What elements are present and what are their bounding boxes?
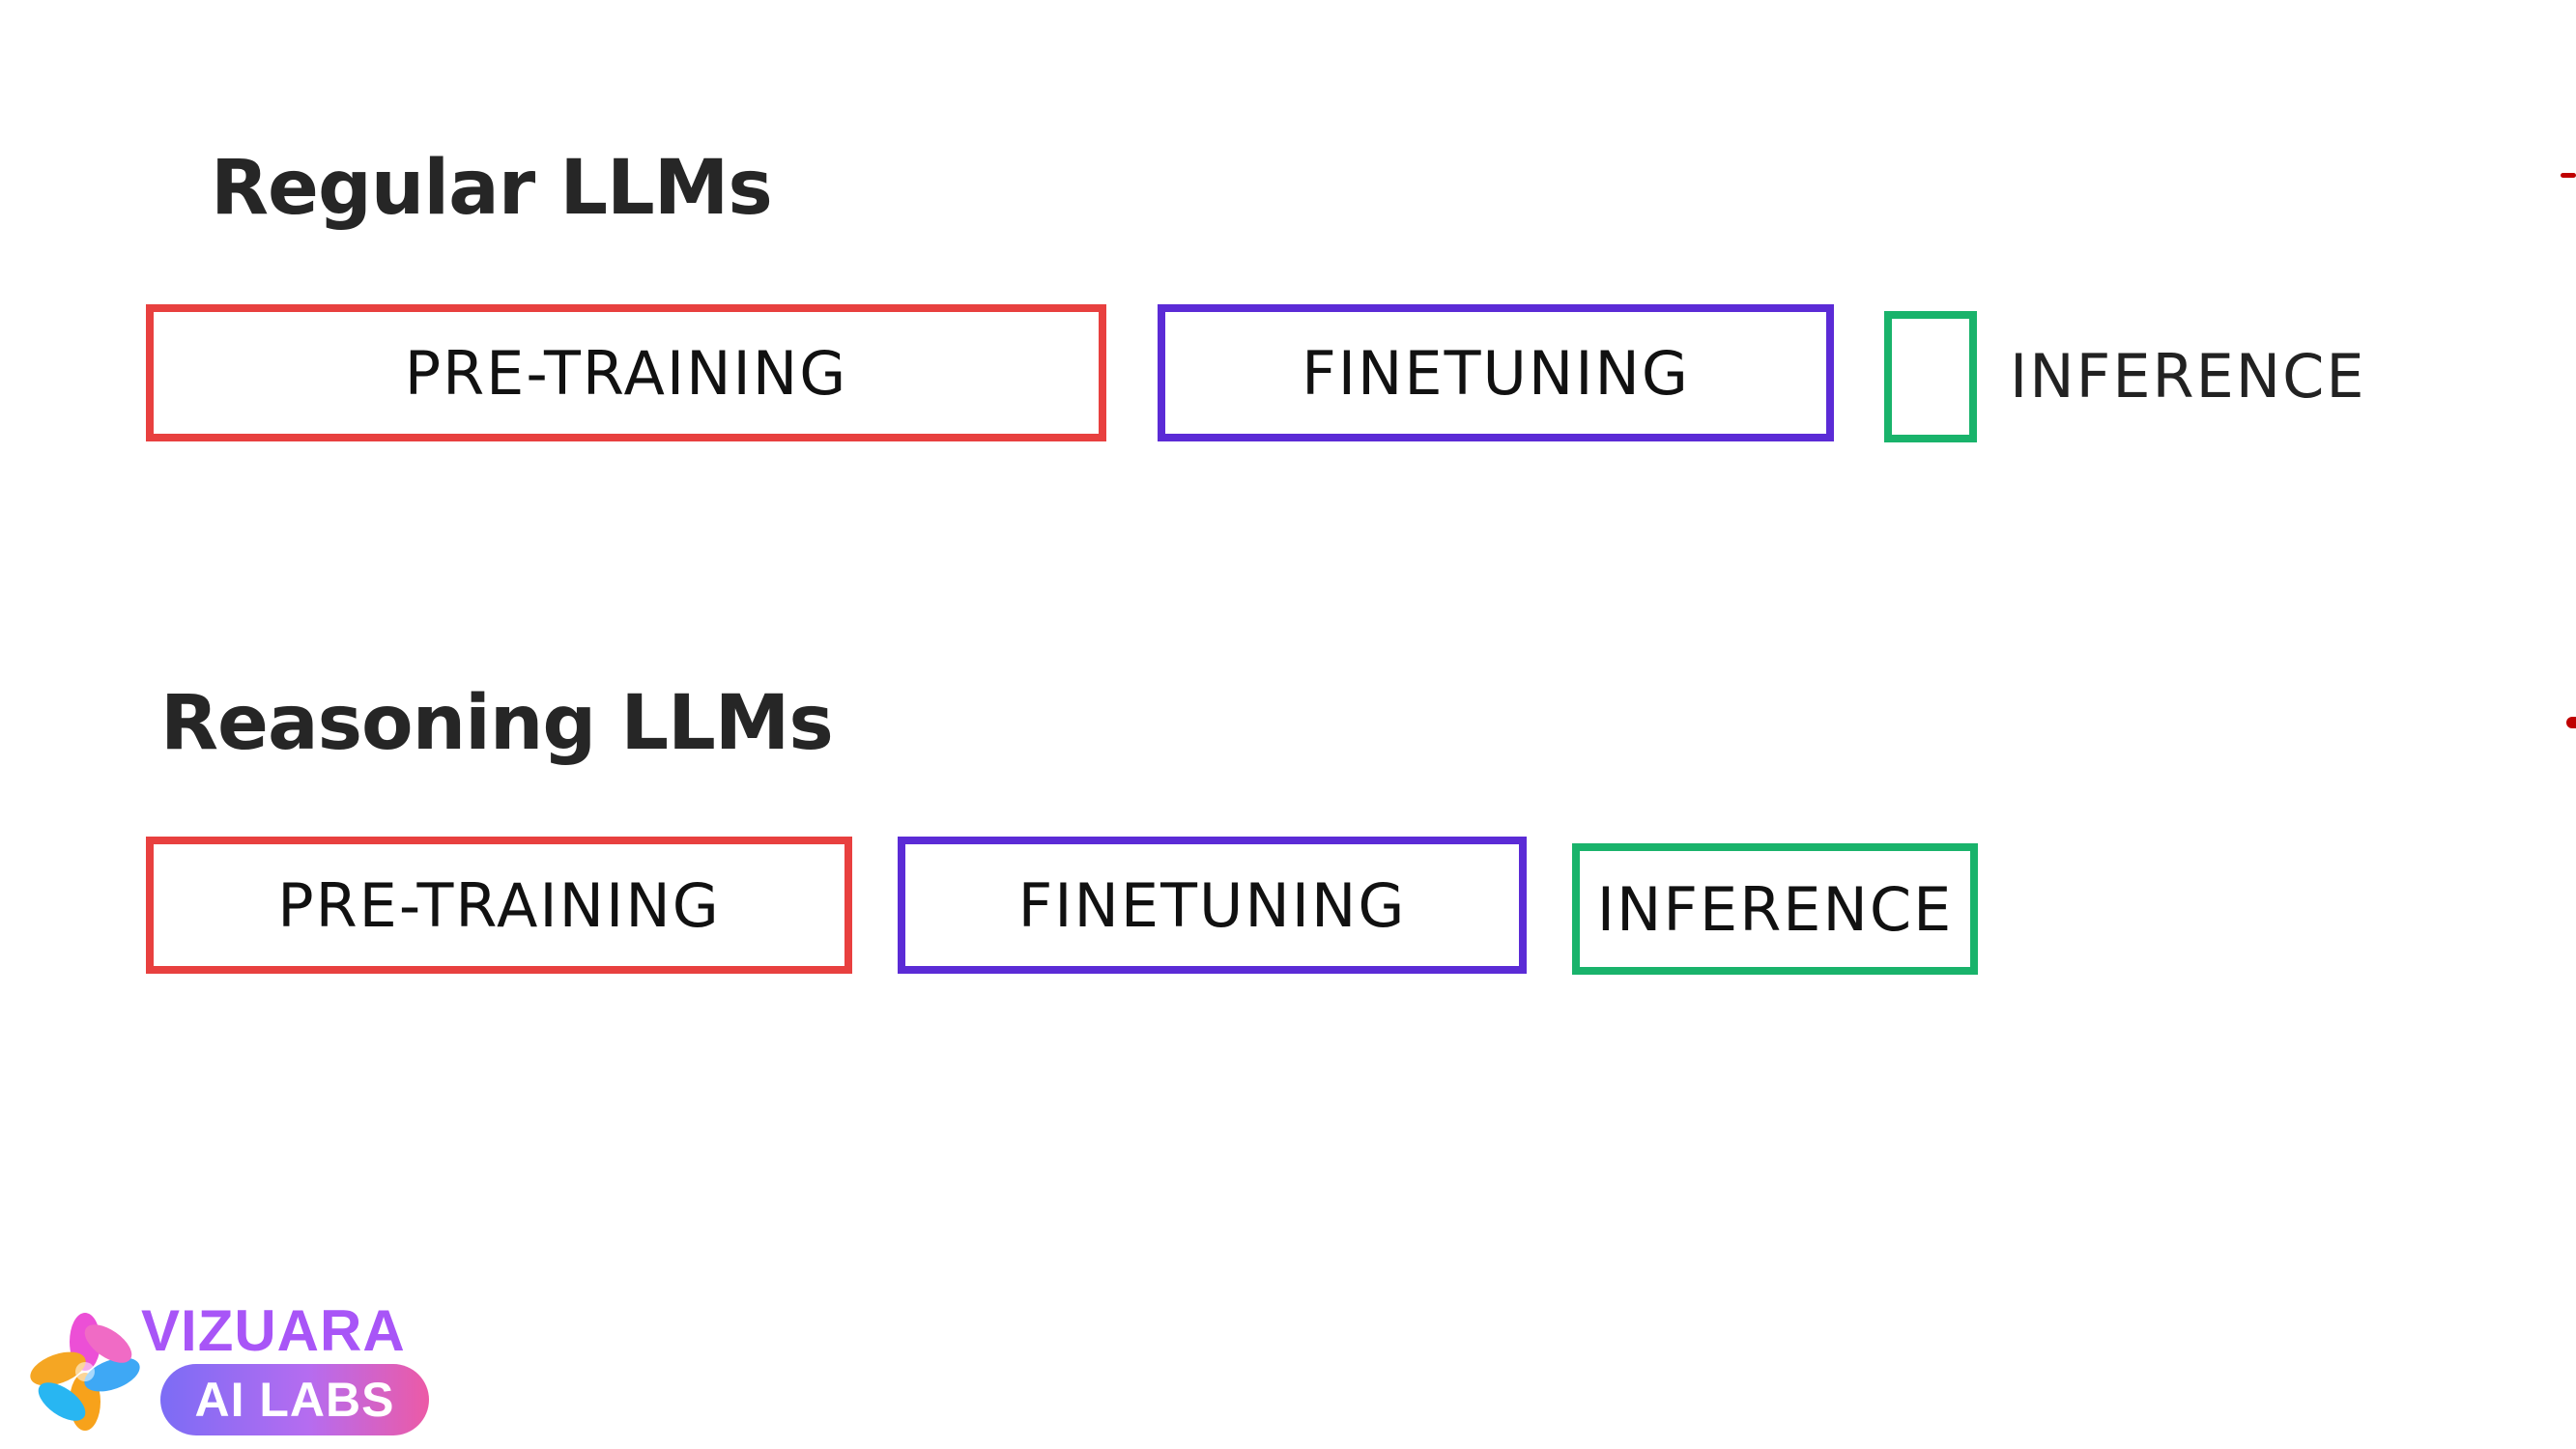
regular-inference-box xyxy=(1884,311,1977,442)
flower-logo-icon xyxy=(30,1313,140,1431)
annotation-mark-top xyxy=(2561,173,2576,178)
logo-name: VIZUARA xyxy=(141,1298,406,1363)
reasoning-finetuning-label: FINETUNING xyxy=(1017,869,1407,941)
reasoning-pretraining-label: PRE-TRAINING xyxy=(277,869,721,941)
logo-tagline: AI LABS xyxy=(194,1373,395,1427)
regular-finetuning-label: FINETUNING xyxy=(1302,337,1690,409)
vizuara-logo: VIZUARA AI LABS xyxy=(27,1298,433,1444)
reasoning-finetuning-box: FINETUNING xyxy=(898,837,1527,974)
reasoning-inference-box: INFERENCE xyxy=(1572,843,1978,975)
annotation-mark-bottom xyxy=(2566,717,2576,728)
reasoning-pretraining-box: PRE-TRAINING xyxy=(146,837,852,974)
regular-finetuning-box: FINETUNING xyxy=(1158,304,1834,441)
reasoning-llms-title: Reasoning LLMs xyxy=(160,680,834,767)
reasoning-inference-label: INFERENCE xyxy=(1596,873,1954,945)
regular-pretraining-label: PRE-TRAINING xyxy=(404,337,848,409)
regular-inference-label: INFERENCE xyxy=(2010,341,2366,412)
logo-tagline-pill: AI LABS xyxy=(160,1364,429,1435)
regular-pretraining-box: PRE-TRAINING xyxy=(146,304,1106,441)
regular-llms-title: Regular LLMs xyxy=(211,145,773,232)
